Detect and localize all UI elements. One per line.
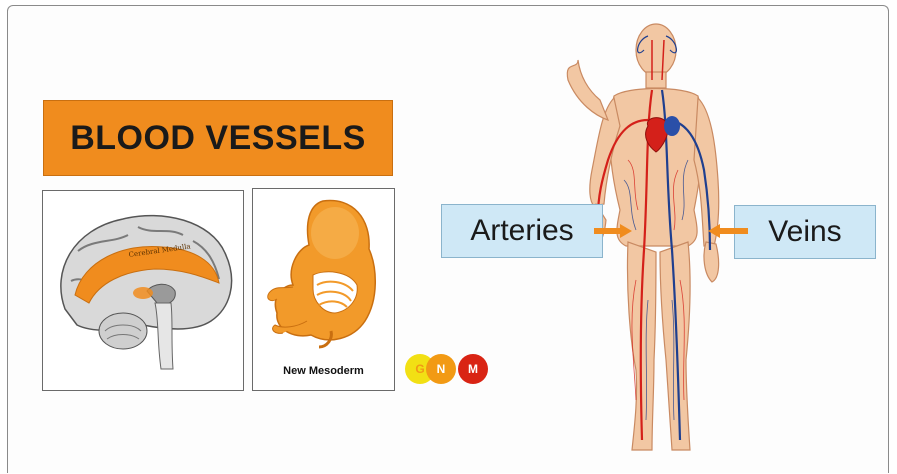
veins-label-box: Veins: [734, 205, 876, 259]
logo-m-badge: M: [458, 354, 488, 384]
slide-title: BLOOD VESSELS: [70, 119, 366, 158]
logo-n-badge: N: [426, 354, 456, 384]
embryo-label: New Mesoderm: [253, 365, 394, 377]
embryo-panel: New Mesoderm: [252, 188, 395, 391]
veins-arrow-icon: [708, 224, 748, 238]
arteries-label-box: Arteries: [441, 204, 603, 258]
arteries-label: Arteries: [470, 214, 573, 248]
brain-panel: Cerebral Medulla: [42, 190, 244, 391]
embryo-illustration: [253, 189, 394, 359]
brain-illustration: Cerebral Medulla: [43, 191, 243, 390]
arteries-arrow-icon: [594, 224, 634, 238]
title-banner: BLOOD VESSELS: [43, 100, 393, 176]
veins-label: Veins: [768, 215, 841, 249]
